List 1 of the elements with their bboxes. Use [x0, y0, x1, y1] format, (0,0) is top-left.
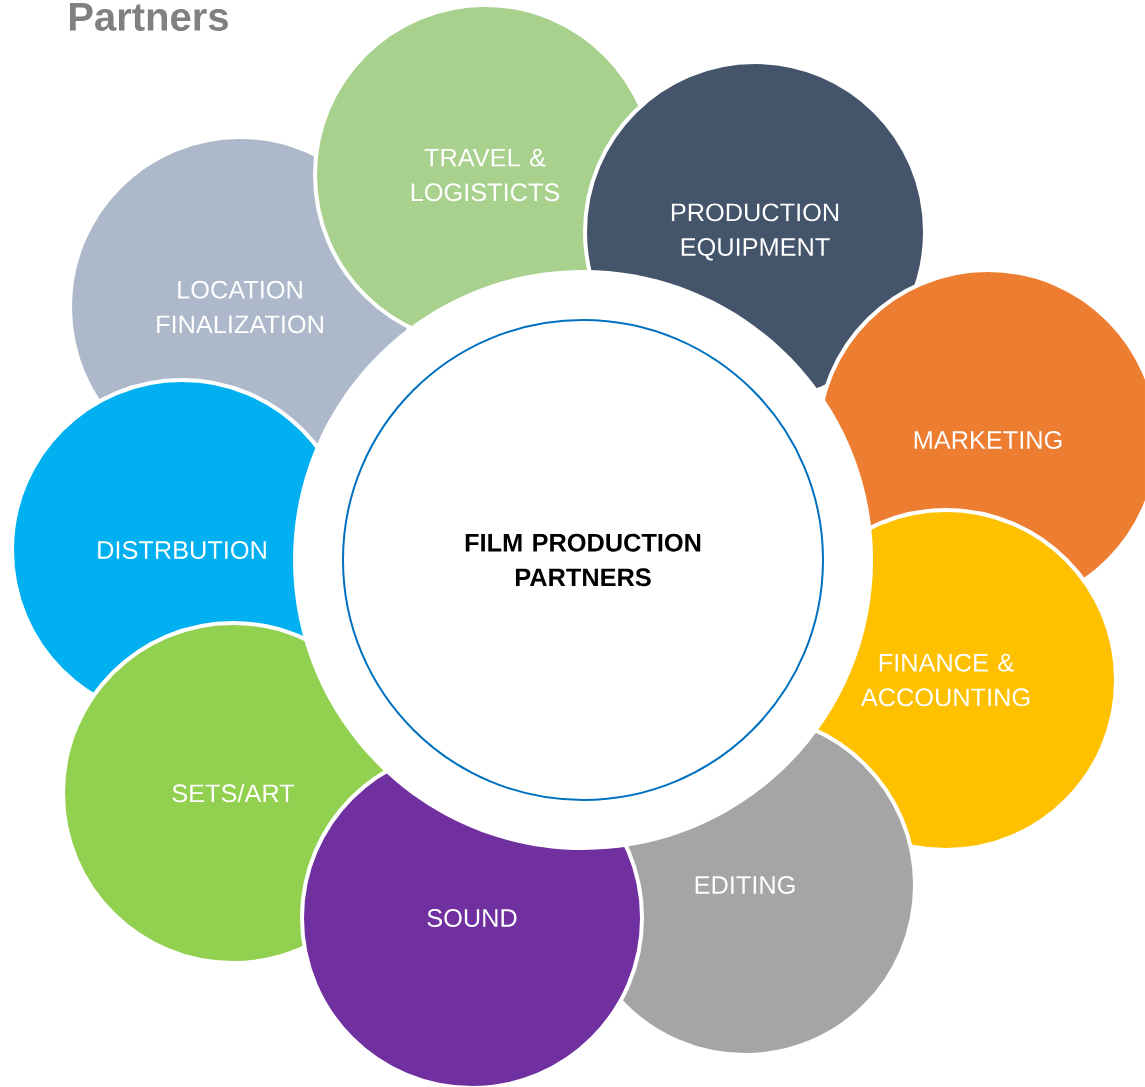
- title: Partners: [69, 3, 228, 31]
